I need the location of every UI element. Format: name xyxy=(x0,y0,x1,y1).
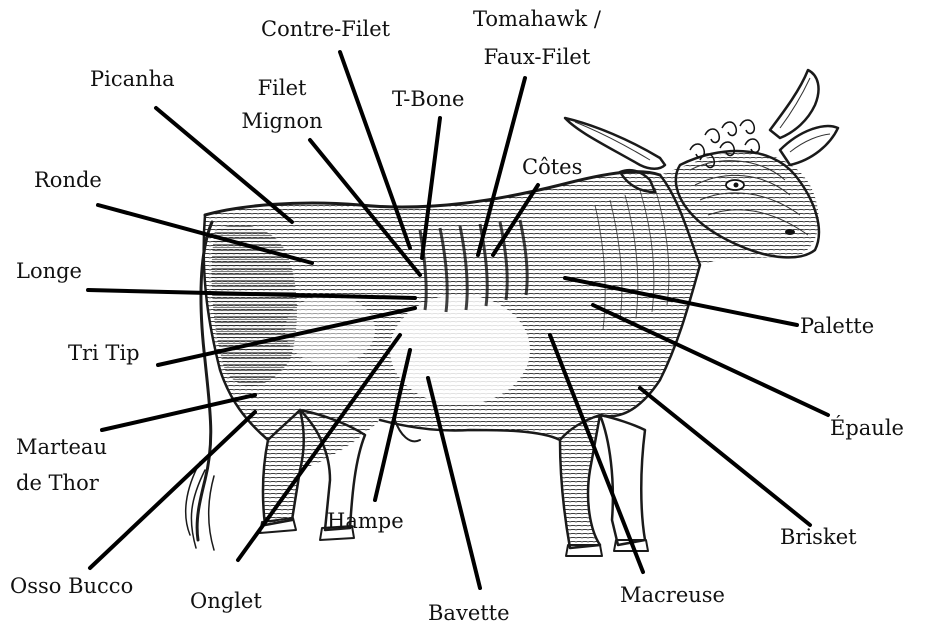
label-picanha: Picanha xyxy=(90,66,175,92)
label-tomahawk-line1: Tomahawk / xyxy=(462,6,612,32)
label-tomahawk-line2: Faux-Filet xyxy=(462,44,612,70)
pointer-brisket xyxy=(640,388,810,525)
pointer-marteau xyxy=(102,395,255,430)
label-marteau-line1: Marteau xyxy=(16,434,107,460)
label-contre-filet: Contre-Filet xyxy=(261,16,390,42)
label-filet-mignon-line1: Filet xyxy=(232,75,332,101)
label-hampe: Hampe xyxy=(327,508,404,534)
label-tri-tip: Tri Tip xyxy=(68,340,140,366)
label-t-bone: T-Bone xyxy=(392,86,464,112)
label-ronde: Ronde xyxy=(34,167,102,193)
label-palette: Palette xyxy=(800,313,874,339)
label-onglet: Onglet xyxy=(190,588,262,614)
label-filet-mignon-line2: Mignon xyxy=(222,108,342,134)
label-macreuse: Macreuse xyxy=(620,582,725,608)
label-marteau-line2: de Thor xyxy=(16,470,99,496)
label-epaule: Épaule xyxy=(830,415,904,441)
label-brisket: Brisket xyxy=(780,524,857,550)
label-longe: Longe xyxy=(16,258,82,284)
label-bavette: Bavette xyxy=(428,600,510,626)
label-osso-bucco: Osso Bucco xyxy=(10,573,133,599)
label-cotes: Côtes xyxy=(522,154,582,180)
pointer-osso-bucco xyxy=(90,412,255,568)
